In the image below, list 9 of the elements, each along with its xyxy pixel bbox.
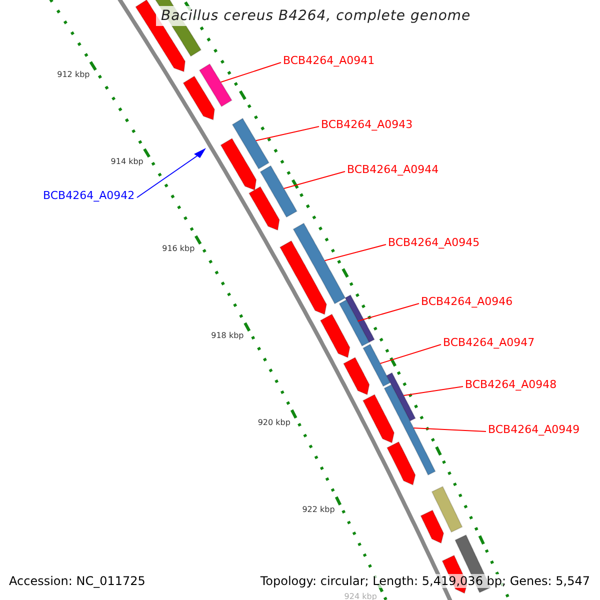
scale-label: 918 kbp: [211, 330, 244, 340]
scale-label: 924 kbp: [344, 592, 377, 600]
scale-label: 912 kbp: [57, 70, 90, 79]
info-text: Accession: NC_011725: [9, 574, 146, 588]
scale-label: 920 kbp: [258, 418, 290, 427]
info-text: Topology: circular; Length: 5,419,036 bp; Genes: 5,547: [260, 574, 590, 588]
scale-label: 916 kbp: [162, 244, 195, 253]
scale-label: 914 kbp: [110, 156, 144, 166]
scale-label: 922 kbp: [302, 504, 335, 514]
